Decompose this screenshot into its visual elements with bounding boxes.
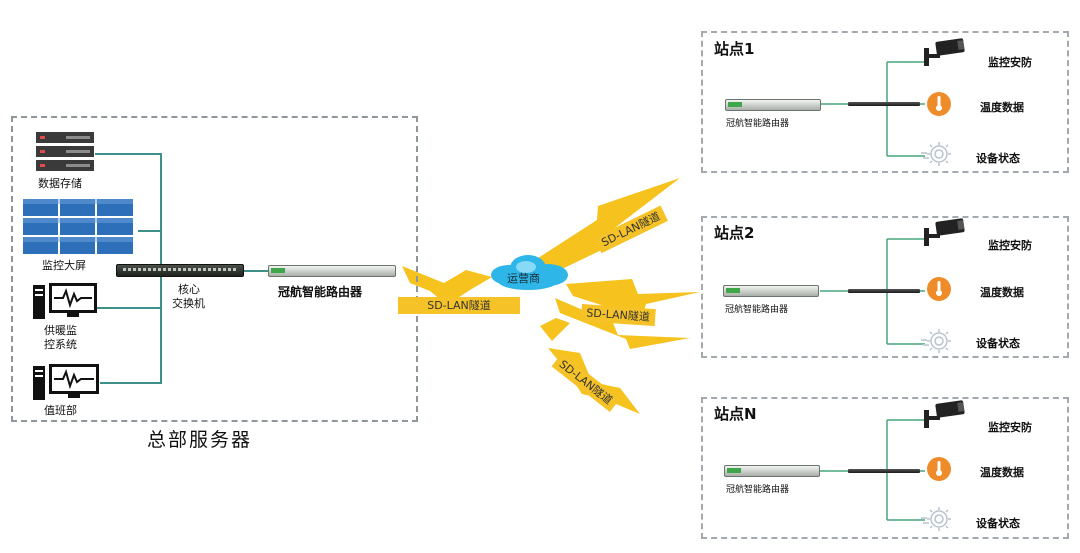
site-switch-icon (848, 102, 920, 106)
duty-room-label: 值班部 (44, 404, 77, 417)
hq-router-icon (268, 265, 396, 277)
lightning-cloud-to-site2 (566, 279, 700, 318)
site3-item-temperature: 温度数据 (980, 466, 1024, 479)
lightning-hq-to-cloud (402, 266, 492, 305)
computer-monitor-icon (33, 283, 97, 319)
site1-item-temperature: 温度数据 (980, 101, 1024, 114)
site-router-label: 冠航智能路由器 (725, 305, 789, 315)
core-switch-icon (116, 264, 244, 277)
tunnel-label-hq: SD-LAN隧道 (398, 297, 520, 314)
hq-router-label: 冠航智能路由器 (278, 285, 363, 299)
heating-monitor-label-1: 供暖监 (44, 324, 77, 337)
camera-icon (924, 400, 965, 428)
cloud-shape (491, 255, 568, 290)
thermometer-icon (927, 92, 951, 116)
core-switch-label-1: 核心 (178, 283, 200, 296)
server-rack-icon (36, 132, 94, 171)
thermometer-icon (927, 277, 951, 301)
site1-cables (820, 61, 925, 157)
camera-icon (924, 38, 965, 66)
core-switch-label-2: 交换机 (172, 297, 205, 310)
monitor-wall-label: 监控大屏 (42, 259, 86, 272)
site3-item-device-status: 设备状态 (976, 517, 1020, 530)
device-status-icon (921, 507, 951, 531)
site-switch-icon (848, 469, 920, 473)
site1-item-surveillance: 监控安防 (988, 56, 1032, 69)
site-title-1: 站点1 (714, 40, 755, 58)
headquarters-title: 总部服务器 (147, 429, 253, 451)
heating-monitor-label-2: 控系统 (44, 338, 77, 351)
lightning-bolt-extra (540, 318, 570, 341)
computer-monitor-icon (33, 364, 99, 400)
site-switch-icon (848, 289, 920, 293)
site2-item-device-status: 设备状态 (976, 337, 1020, 350)
site-title-3: 站点N (714, 405, 757, 423)
site-title-2: 站点2 (714, 224, 755, 242)
device-status-icon (921, 329, 951, 353)
site1-item-device-status: 设备状态 (976, 152, 1020, 165)
device-status-icon (921, 142, 951, 166)
site-router-icon (724, 465, 820, 477)
monitor-wall-icon (23, 199, 133, 254)
headquarters-box (11, 116, 418, 422)
site-box-2 (701, 216, 1069, 358)
site-router-label: 冠航智能路由器 (726, 485, 790, 495)
site2-item-temperature: 温度数据 (980, 286, 1024, 299)
site-router-icon (725, 99, 821, 111)
site-router-label: 冠航智能路由器 (726, 119, 790, 129)
lightning-cloud-to-site1 (535, 178, 680, 270)
site-box-3 (701, 397, 1069, 539)
thermometer-icon (927, 457, 951, 481)
site-box-1 (701, 31, 1069, 173)
site3-item-surveillance: 监控安防 (988, 421, 1032, 434)
site2-item-surveillance: 监控安防 (988, 239, 1032, 252)
carrier-cloud-label: 运营商 (507, 272, 540, 285)
camera-icon (924, 218, 965, 246)
data-storage-label: 数据存储 (38, 177, 82, 190)
site-router-icon (723, 285, 819, 297)
